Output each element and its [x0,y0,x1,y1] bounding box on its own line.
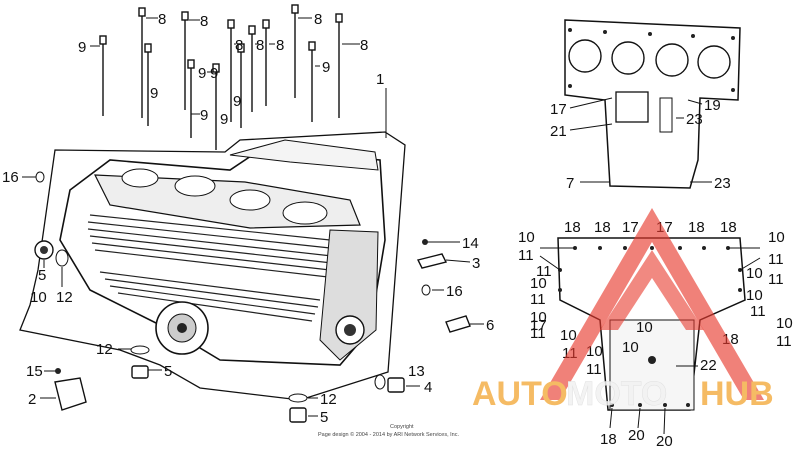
label-8f: 8 [314,11,322,28]
label-11-l1: 11 [518,247,534,264]
breather-parts: 14 3 16 6 [416,235,494,334]
label-11-i2: 11 [586,361,602,378]
oil-plug-parts: 13 4 [374,363,432,396]
label-9a: 9 [78,39,86,56]
watermark-moto: MOTO [566,375,667,413]
label-9d: 9 [210,65,218,82]
label-9c: 9 [198,65,206,82]
oil-pan-view: 18 18 17 17 18 18 10 11 11 10 11 10 11 1… [518,219,793,450]
label-8c: 8 [235,37,243,54]
plug-group-mid: 12 5 [96,341,172,380]
label-1: 1 [376,71,384,88]
label-11-l3: 11 [530,291,546,308]
label-17-upper: 17 [550,101,567,118]
label-8e: 8 [276,37,284,54]
label-5-left: 5 [38,267,46,284]
label-18-t3: 18 [688,219,705,236]
label-10-left: 10 [30,289,47,306]
watermark-triangle-logo [540,208,764,400]
cylinder-studs: 8 8 8 8 8 8 8 9 9 9 9 9 9 9 9 [78,4,368,150]
label-11-r1: 11 [768,251,784,268]
label-8d: 8 [256,37,264,54]
label-10-i1: 10 [636,319,653,336]
label-11-r2: 11 [768,271,784,288]
label-3: 3 [472,255,480,272]
label-12-bottom: 12 [320,391,337,408]
label-18-t2: 18 [594,219,611,236]
label-10-r2: 10 [746,265,763,282]
label-18-t1: 18 [564,219,581,236]
label-21: 21 [550,123,567,140]
label-12-mid: 12 [96,341,113,358]
bracket-parts: 15 2 [26,363,87,411]
plug-group-left: 5 10 12 [30,240,73,306]
label-20-b: 20 [656,433,673,450]
label-19: 19 [704,97,721,114]
label-5-mid: 5 [164,363,172,380]
label-16-left: 16 [2,169,19,186]
label-9b: 9 [150,85,158,102]
automotohub-watermark: AUTO MOTO HUB [472,208,774,413]
watermark-hub: HUB [700,375,774,413]
label-10-r1: 10 [768,229,785,246]
crankcase-assembly: 1 [19,71,406,401]
label-12-left: 12 [56,289,73,306]
label-9f: 9 [233,93,241,110]
label-8a: 8 [158,11,166,28]
label-8g: 8 [360,37,368,54]
label-9g: 9 [322,59,330,76]
label-20-a: 20 [628,427,645,444]
label-9h: 9 [220,111,228,128]
label-9e: 9 [200,107,208,124]
label-11-l2: 11 [536,263,552,280]
label-11-r4: 11 [776,333,792,350]
label-23-a: 23 [686,111,703,128]
label-18-i2: 18 [600,431,617,448]
label-15: 15 [26,363,43,380]
head-gasket-view: 17 21 19 23 7 23 [550,19,741,192]
plug-group-bottom: 12 5 [288,391,337,426]
label-17-t1: 17 [622,219,639,236]
label-10-l4: 10 [560,327,577,344]
copyright-line2: Page design © 2004 - 2014 by ARI Network… [318,431,459,438]
label-4: 4 [424,379,432,396]
label-11-l4: 11 [530,325,546,342]
label-6: 6 [486,317,494,334]
label-10-i3: 10 [622,339,639,356]
label-13: 13 [408,363,425,380]
watermark-auto: AUTO [472,375,568,413]
dowel-16-left: 16 [2,169,45,186]
label-10-l3: 10 [530,309,547,326]
label-2: 2 [28,391,36,408]
label-22: 22 [700,357,717,374]
label-14: 14 [462,235,479,252]
label-23-b: 23 [714,175,731,192]
label-18-t4: 18 [720,219,737,236]
label-16-right: 16 [446,283,463,300]
label-17-l: 17 [530,317,547,334]
label-8b: 8 [200,13,208,30]
label-11-r3: 11 [750,303,766,320]
label-5-bottom: 5 [320,409,328,426]
copyright-line1: Copyright [390,424,414,430]
label-10-r3: 10 [746,287,763,304]
label-10-r4: 10 [776,315,793,332]
label-10-l1: 10 [518,229,535,246]
label-7: 7 [566,175,574,192]
label-10-l2: 10 [530,275,547,292]
